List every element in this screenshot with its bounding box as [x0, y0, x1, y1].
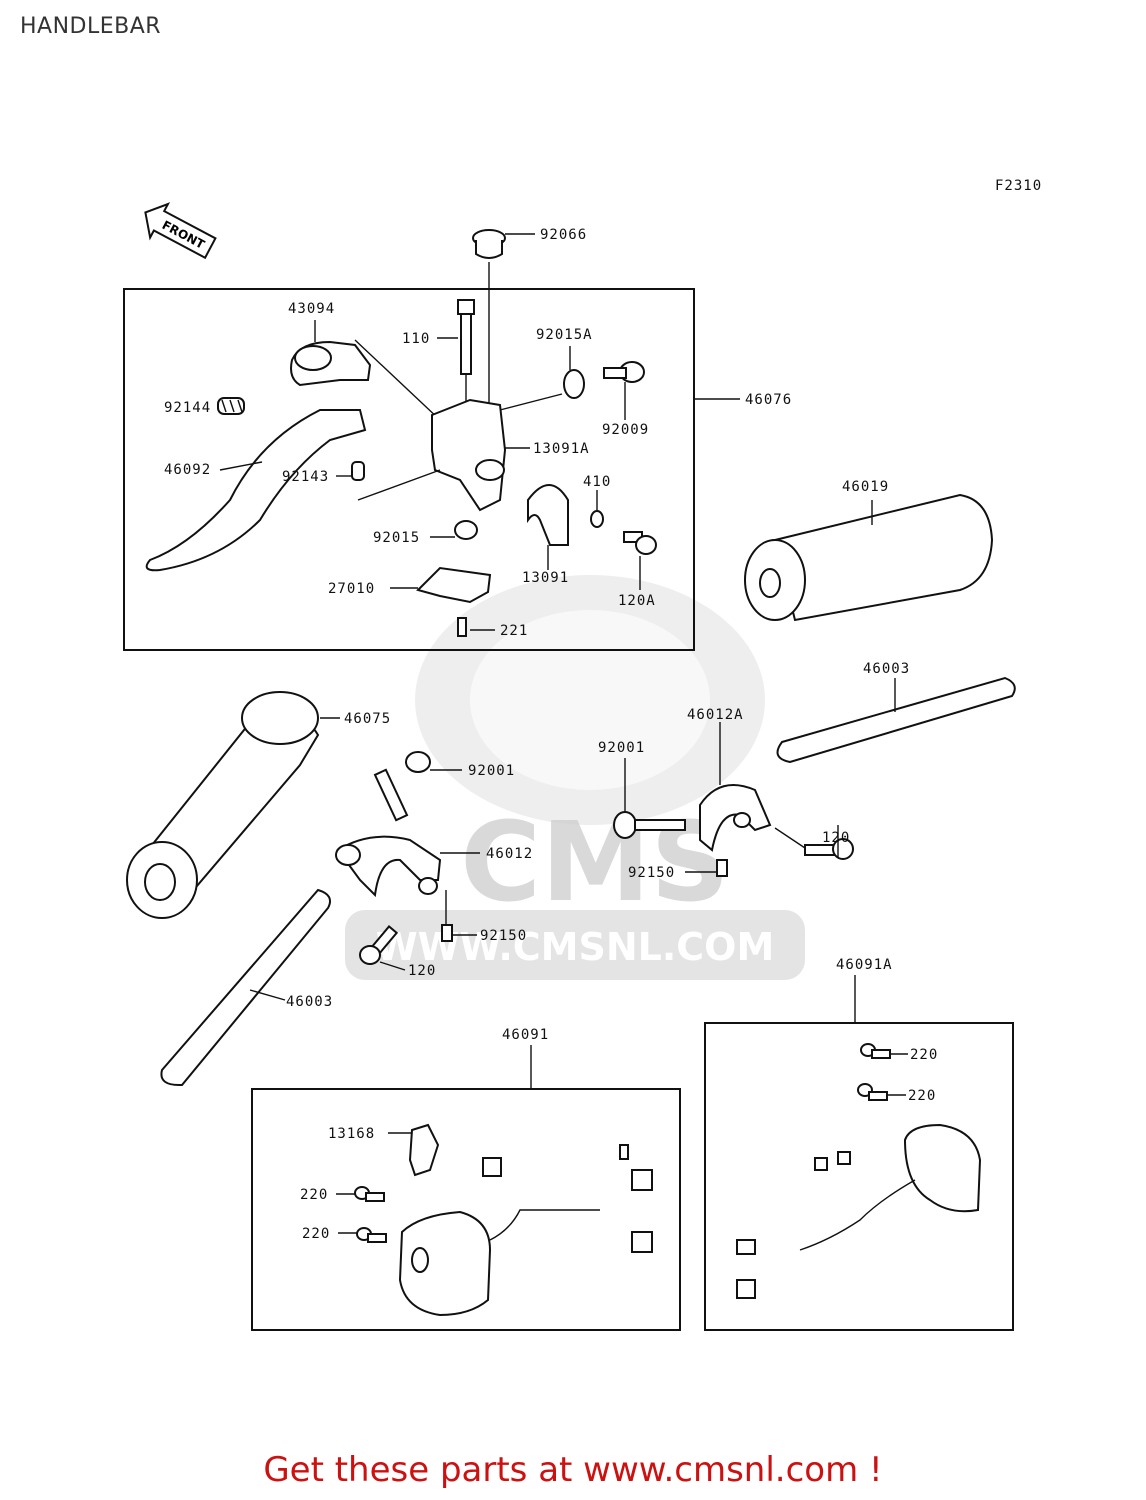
part-92015A [499, 346, 585, 411]
callout-46091: 46091 [502, 1027, 549, 1043]
callout-43094: 43094 [288, 301, 335, 317]
part-110 [437, 299, 475, 430]
callout-92015A: 92015A [536, 327, 593, 343]
part-27010 [390, 566, 492, 604]
callout-120A: 120A [618, 593, 656, 609]
part-46091A [736, 1123, 982, 1299]
part-92001-left [373, 751, 462, 822]
callout-labels: 92066 43094 110 92015A 92144 46076 92009… [164, 227, 938, 1242]
callout-410: 410 [583, 474, 611, 490]
part-46019 [744, 493, 994, 622]
part-120A [623, 531, 657, 590]
callout-92144: 92144 [164, 400, 211, 416]
part-13091 [527, 484, 569, 570]
page-title: HANDLEBAR [20, 14, 162, 39]
assembly-box-46091 [251, 1088, 681, 1331]
callout-46076: 46076 [745, 392, 792, 408]
part-92009 [603, 361, 645, 420]
part-220-b [857, 1083, 906, 1101]
callout-13168: 13168 [328, 1126, 375, 1142]
part-220-d [338, 1227, 387, 1243]
front-arrow-icon: FRONT [144, 202, 217, 260]
assembly-box-46091A [704, 1022, 1014, 1331]
cmsnl-watermark: CMS WWW.CMSNL.COM [345, 575, 805, 980]
callout-46012A: 46012A [687, 707, 744, 723]
callout-92001-left: 92001 [468, 763, 515, 779]
callout-220-d: 220 [302, 1226, 330, 1242]
part-92001-right [613, 758, 686, 839]
callout-92001-right: 92001 [598, 740, 645, 756]
callout-92143: 92143 [282, 469, 329, 485]
footer-promo-text[interactable]: Get these parts at www.cmsnl.com ! [263, 1450, 883, 1490]
callout-110: 110 [402, 331, 430, 347]
assembly-box-46076 [123, 288, 695, 651]
callout-92015: 92015 [373, 530, 420, 546]
part-120-left [359, 925, 406, 971]
part-221 [457, 617, 495, 637]
part-46012A [699, 722, 772, 852]
part-220-c [336, 1186, 385, 1202]
callout-13091A: 13091A [533, 441, 590, 457]
part-46092 [145, 409, 367, 572]
part-92150-right [685, 859, 728, 877]
callout-46003-top: 46003 [863, 661, 910, 677]
part-92150-left [441, 890, 477, 942]
part-410 [590, 490, 604, 528]
callout-92066: 92066 [540, 227, 587, 243]
figure-code: F2310 [995, 178, 1042, 194]
part-92143 [336, 461, 441, 501]
part-92144 [217, 397, 245, 415]
part-220-a [860, 1043, 908, 1059]
callout-46091A: 46091A [836, 957, 893, 973]
part-13168 [388, 1123, 440, 1177]
handlebar-parts-diagram: CMS WWW.CMSNL.COM F2310 FRONT [123, 178, 1042, 1331]
callout-220-a: 220 [910, 1047, 938, 1063]
part-46075 [126, 691, 340, 919]
part-46012 [335, 835, 480, 898]
callout-46075: 46075 [344, 711, 391, 727]
callout-221: 221 [500, 623, 528, 639]
callout-92150-right: 92150 [628, 865, 675, 881]
callout-46003-bottom: 46003 [286, 994, 333, 1010]
callout-46019: 46019 [842, 479, 889, 495]
callout-46012: 46012 [486, 846, 533, 862]
callout-13091: 13091 [522, 570, 569, 586]
part-46003-bottom [160, 888, 331, 1087]
part-13091A [431, 398, 530, 512]
callout-46092: 46092 [164, 462, 211, 478]
watermark-logo: CMS [460, 798, 729, 926]
part-46091 [398, 1144, 653, 1317]
callout-220-c: 220 [300, 1187, 328, 1203]
callout-27010: 27010 [328, 581, 375, 597]
part-46003-top [776, 676, 1016, 764]
callout-92009: 92009 [602, 422, 649, 438]
part-92066 [472, 229, 535, 420]
callout-120-left: 120 [408, 963, 436, 979]
callout-220-b: 220 [908, 1088, 936, 1104]
part-92015 [430, 520, 478, 540]
callout-120-right: 120 [822, 830, 850, 846]
callout-92150-left: 92150 [480, 928, 527, 944]
part-120-right [774, 825, 854, 860]
